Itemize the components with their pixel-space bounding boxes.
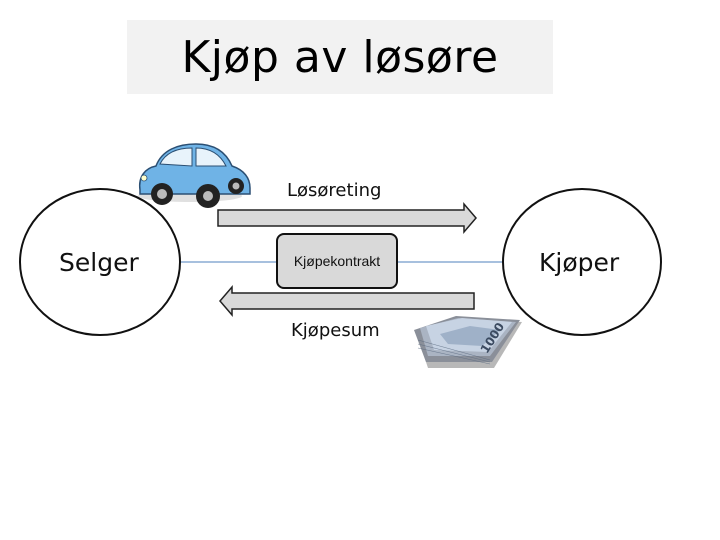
seller-node <box>19 188 181 336</box>
buyer-label: Kjøper <box>539 248 620 277</box>
payment-flow-label: Kjøpesum <box>291 320 380 341</box>
page-title: Kjøp av løsøre <box>181 31 499 83</box>
banknote-stack-icon: 1000 <box>414 316 522 368</box>
contract-node: Kjøpekontrakt <box>276 233 398 289</box>
car-icon <box>138 143 251 208</box>
goods-arrow <box>217 201 477 235</box>
buyer-node <box>502 188 662 336</box>
payment-arrow <box>219 284 475 318</box>
title-banner: Kjøp av løsøre <box>127 20 553 94</box>
contract-label: Kjøpekontrakt <box>293 253 381 269</box>
goods-flow-label: Løsøreting <box>287 180 382 201</box>
seller-label: Selger <box>59 248 139 277</box>
